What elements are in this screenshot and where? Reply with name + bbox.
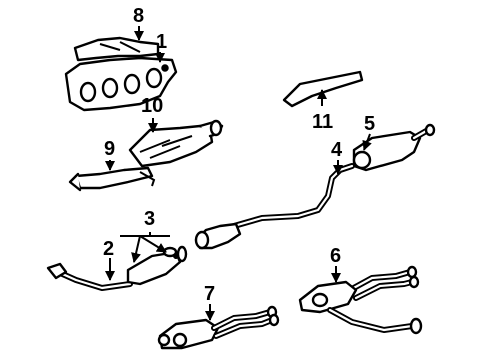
intermediate-pipe (194, 163, 355, 250)
manifold-heat-shield (73, 36, 160, 62)
front-exhaust-pipe (68, 166, 156, 192)
leader-arrows (105, 26, 372, 321)
callout-9: 9 (104, 138, 115, 160)
callout-6: 6 (330, 245, 341, 267)
muffler-assembly-center (157, 305, 280, 350)
exhaust-manifold (64, 56, 178, 112)
callout-3: 3 (144, 208, 155, 230)
catalytic-converter (128, 119, 224, 168)
callout-7: 7 (204, 283, 215, 305)
callout-1: 1 (156, 31, 167, 53)
callout-8: 8 (133, 5, 144, 27)
callout-5: 5 (364, 113, 375, 135)
callout-4: 4 (331, 139, 343, 161)
front-pipe-resonator-assembly (46, 245, 188, 291)
callout-10: 10 (141, 95, 163, 117)
callout-2: 2 (103, 238, 114, 260)
callout-11: 11 (312, 111, 333, 133)
muffler-assembly-right (298, 265, 423, 335)
